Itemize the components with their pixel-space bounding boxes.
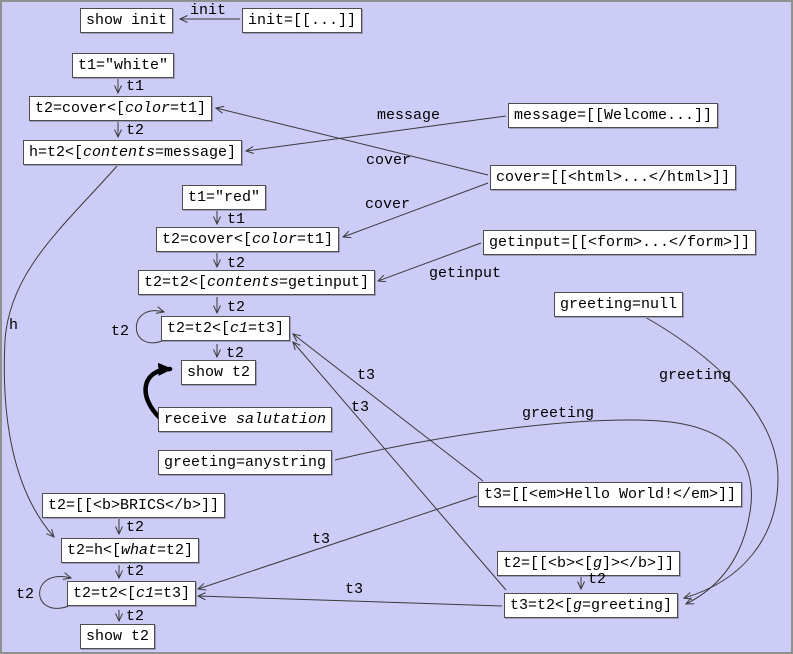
edge-greeting-null-curve bbox=[644, 316, 779, 600]
edge-label-t2-a: t2 bbox=[126, 122, 145, 139]
node-init-def: init=[[...]] bbox=[242, 8, 363, 33]
edge-label-t3-lower-b: t3 bbox=[345, 581, 364, 598]
node-t3-t2-g-greeting: t3=t2<[g=greeting] bbox=[504, 593, 679, 618]
edge-message bbox=[244, 115, 507, 154]
edge-receive-to-show-thick-arrow bbox=[143, 369, 170, 421]
edge-label-greeting-right: greeting bbox=[659, 367, 732, 384]
edge-t3-hello-to-upper bbox=[292, 333, 484, 482]
edge-label-t2-d: t2 bbox=[226, 345, 245, 362]
node-t3-hello-world: t3=[[<em>Hello World!</em>]] bbox=[478, 482, 743, 507]
edge-label-message: message bbox=[377, 107, 441, 124]
node-show-t2-lower: show t2 bbox=[80, 624, 156, 649]
edge-label-t2-f: t2 bbox=[126, 563, 145, 580]
edge-label-t3-upper-a: t3 bbox=[357, 367, 376, 384]
node-t2-brics: t2=[[<b>BRICS</b>]] bbox=[42, 493, 226, 518]
node-message-def: message=[[Welcome...]] bbox=[508, 103, 719, 128]
edge-label-t2-e: t2 bbox=[126, 519, 145, 536]
node-t2-contents-getinput: t2=t2<[contents=getinput] bbox=[138, 270, 376, 295]
edge-label-t2-g: t2 bbox=[126, 608, 145, 625]
edge-cover-b bbox=[341, 182, 489, 239]
node-t2-c1-t3-upper: t2=t2<[c1=t3] bbox=[161, 316, 291, 341]
edge-label-t1-b: t1 bbox=[227, 211, 246, 228]
node-greeting-anystring: greeting=anystring bbox=[158, 450, 333, 475]
edge-label-t2-loop-upper: t2 bbox=[111, 323, 130, 340]
node-h-def: h=t2<[contents=message] bbox=[23, 140, 243, 165]
edge-t3-greeting-to-upper bbox=[292, 341, 507, 591]
node-show-t2-upper: show t2 bbox=[181, 360, 257, 385]
edge-label-t3-upper-b: t3 bbox=[351, 399, 370, 416]
node-t2-cover-color-t1-a: t2=cover<[color=t1] bbox=[29, 96, 213, 121]
edge-t3-hello-to-lower bbox=[196, 495, 478, 591]
edge-label-init: init bbox=[190, 2, 227, 19]
node-getinput-def: getinput=[[<form>...</form>]] bbox=[483, 230, 757, 255]
edge-label-cover-b: cover bbox=[365, 196, 411, 213]
edge-getinput bbox=[376, 242, 482, 283]
node-t2-h-what: t2=h<[what=t2] bbox=[61, 538, 200, 563]
edge-label-t2-b: t2 bbox=[227, 255, 246, 272]
edge-cover-a bbox=[214, 105, 489, 176]
node-t2-b-g: t2=[[<b><[g]></b>]] bbox=[497, 551, 681, 576]
edge-label-t2-loop-lower: t2 bbox=[16, 586, 35, 603]
edge-label-t1-a: t1 bbox=[126, 78, 145, 95]
edge-self-loop-lower bbox=[39, 572, 73, 609]
node-cover-def: cover=[[<html>...</html>]] bbox=[490, 165, 737, 190]
node-t1-red: t1="red" bbox=[182, 185, 267, 210]
edge-h-curve bbox=[3, 165, 118, 538]
node-receive-salutation: receive salutation bbox=[158, 407, 333, 432]
edge-label-t2-c: t2 bbox=[227, 299, 246, 316]
node-show-init: show init bbox=[80, 8, 174, 33]
node-greeting-null: greeting=null bbox=[554, 292, 684, 317]
edge-label-getinput: getinput bbox=[429, 265, 502, 282]
edge-label-t2-h: t2 bbox=[588, 571, 607, 588]
edge-label-t3-lower-a: t3 bbox=[312, 531, 331, 548]
edge-label-cover-a: cover bbox=[366, 152, 412, 169]
edge-self-loop-upper bbox=[135, 306, 166, 344]
edge-greeting-anystring-curve bbox=[334, 419, 752, 605]
node-t1-white: t1="white" bbox=[72, 53, 175, 78]
edge-label-greeting-left: greeting bbox=[522, 405, 595, 422]
edge-t3-greeting-to-lower bbox=[196, 592, 503, 607]
node-t2-c1-t3-lower: t2=t2<[c1=t3] bbox=[67, 581, 197, 606]
edge-label-h: h bbox=[9, 317, 19, 334]
node-t2-cover-color-t1-b: t2=cover<[color=t1] bbox=[156, 227, 340, 252]
